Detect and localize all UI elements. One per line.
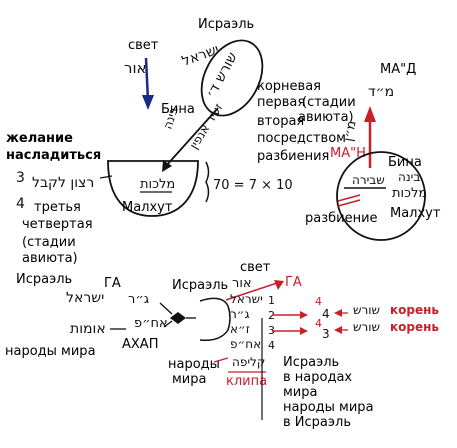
label-israel-in-nations-3: мира: [283, 385, 317, 400]
label-malkhut: Малхут: [390, 206, 441, 221]
label-nations-in-israel-2: в Исраэль: [283, 415, 351, 430]
row-num-2: 2: [268, 309, 275, 322]
diagonal-arrow-head: [162, 160, 172, 172]
koren-arrow-1-head: [334, 309, 342, 317]
junction-line-bottom: [163, 320, 173, 328]
row-israel-hebrew: ישראל: [230, 292, 263, 306]
ga-arrow-head: [274, 280, 284, 290]
label-binah-hebrew: בינה: [398, 170, 420, 184]
row-num-4: 4: [268, 339, 275, 352]
label-israel: Исраэль: [198, 17, 254, 32]
label-klipa: клипа: [226, 374, 267, 389]
label-shoresh-hebrew-1: שורש: [353, 303, 380, 317]
label-koren-2: первая: [257, 95, 305, 110]
label-shoresh-hebrew-2: שורש: [353, 320, 380, 334]
label-num-4a: 4: [315, 295, 322, 308]
klipa-mark: [213, 357, 229, 363]
label-third-2: четвертая: [22, 217, 93, 232]
bottom-section: Исраэль ГА ישראל ג״ר אומות אח״פ народы м…: [5, 260, 439, 430]
label-svet: свет: [240, 260, 271, 275]
label-mad: МА"Д: [380, 62, 416, 77]
label-israel-hebrew: ישראל: [66, 290, 104, 306]
shvira-mark-1: [337, 194, 361, 202]
light-arrow-head: [142, 95, 154, 110]
shvira-mark-2: [337, 199, 361, 207]
label-israel-2: Исраэль: [172, 278, 228, 293]
label-koren-2: корень: [390, 320, 439, 334]
label-second-1: вторая: [257, 114, 304, 129]
label-nations-hebrew: אומות: [70, 321, 106, 337]
partzuf-circle: [336, 151, 426, 241]
label-stages-2: авиюта): [298, 110, 354, 125]
label-desire-2: насладиться: [6, 148, 101, 163]
formula-brace: [205, 161, 210, 203]
row-ga-hebrew: ג״ר: [230, 307, 250, 321]
row-num-3: 3: [268, 324, 275, 337]
label-malkhut-hebrew: מלכות: [392, 186, 427, 201]
label-or-hebrew: אור: [232, 276, 252, 291]
label-akhap-hebrew: אח״פ: [134, 316, 168, 331]
label-israel-in-nations-2: в народах: [283, 370, 352, 385]
desire-connector: [99, 175, 113, 179]
label-third-stages-2: авиюта): [22, 251, 78, 266]
label-stages-1: (стадии: [302, 95, 356, 110]
label-israel: Исраэль: [16, 272, 72, 287]
root-mark-1: 4: [322, 307, 330, 321]
label-klipa-hebrew: קליפה: [232, 355, 265, 369]
label-ga-2: ГА: [285, 275, 302, 290]
label-mad-hebrew: מ״ד: [368, 84, 394, 100]
label-svet: свет: [128, 38, 159, 53]
light-down-arrow: [144, 57, 150, 102]
malkhut-bowl: [107, 160, 199, 217]
label-nations: народы мира: [5, 344, 96, 359]
label-ga-hebrew: ג״ר: [128, 292, 149, 307]
top-left-section: свет אור Исраэль ישראל שורש ד׳ корневая …: [6, 17, 356, 266]
label-num-4b: 4: [315, 317, 322, 330]
label-nations-2b: мира: [172, 372, 206, 387]
ga-arrow: [225, 281, 281, 301]
junction-line-top: [159, 302, 173, 315]
label-third-stages-1: (стадии: [22, 235, 76, 250]
top-right-section: МА"Д מ״ד מ״ן МА"Н Бина בינה מלכות Малхут…: [305, 62, 441, 241]
row-za-hebrew: ז״א: [230, 322, 250, 336]
label-third-1: третья: [34, 200, 81, 215]
row-num-1: 1: [268, 294, 275, 307]
label-akhap: АХАП: [122, 337, 158, 352]
label-koren-1: корневая: [257, 79, 321, 94]
label-second-3: разбиения: [257, 149, 329, 164]
label-man: МА"Н: [330, 146, 366, 161]
junction-diamond: [170, 312, 186, 324]
root-arrow-2-head: [300, 327, 308, 335]
koren-arrow-2-head: [334, 326, 342, 334]
label-man-hebrew: מ״ן: [341, 120, 359, 143]
label-shvira: разбиение: [305, 211, 378, 226]
rows-bracket: [199, 297, 231, 342]
label-num-3: 3: [16, 170, 25, 186]
label-desire-1: желание: [6, 131, 73, 146]
label-num-4: 4: [16, 196, 25, 212]
label-israel-in-nations-1: Исраэль: [283, 355, 339, 370]
man-arrow-head: [364, 106, 376, 122]
label-binah: Бина: [161, 102, 195, 117]
label-malkhut-hebrew: מלכות: [140, 177, 175, 192]
label-or-hebrew: אור: [124, 59, 147, 77]
label-binah: Бина: [388, 155, 422, 170]
label-malkhut: Малхут: [122, 200, 173, 215]
root-mark-2: 3: [322, 327, 330, 341]
row-akhap-hebrew: אח״פ: [230, 337, 261, 351]
label-desire-hebrew: רצון לקבל: [32, 175, 94, 191]
label-binah-hebrew: בינה: [161, 105, 181, 131]
root-arrow-1-head: [300, 311, 308, 319]
root-ellipse: [200, 39, 264, 117]
label-shvira-hebrew: שבירה: [352, 173, 385, 187]
diagonal-line: [165, 107, 219, 167]
label-ga: ГА: [104, 276, 121, 291]
label-nations-in-israel-1: народы мира: [283, 400, 374, 415]
label-formula: 70 = 7 × 10: [213, 178, 293, 193]
label-koren-1: корень: [390, 303, 439, 317]
label-nations-2a: народы: [168, 357, 220, 372]
label-second-2: посредством: [257, 131, 346, 146]
